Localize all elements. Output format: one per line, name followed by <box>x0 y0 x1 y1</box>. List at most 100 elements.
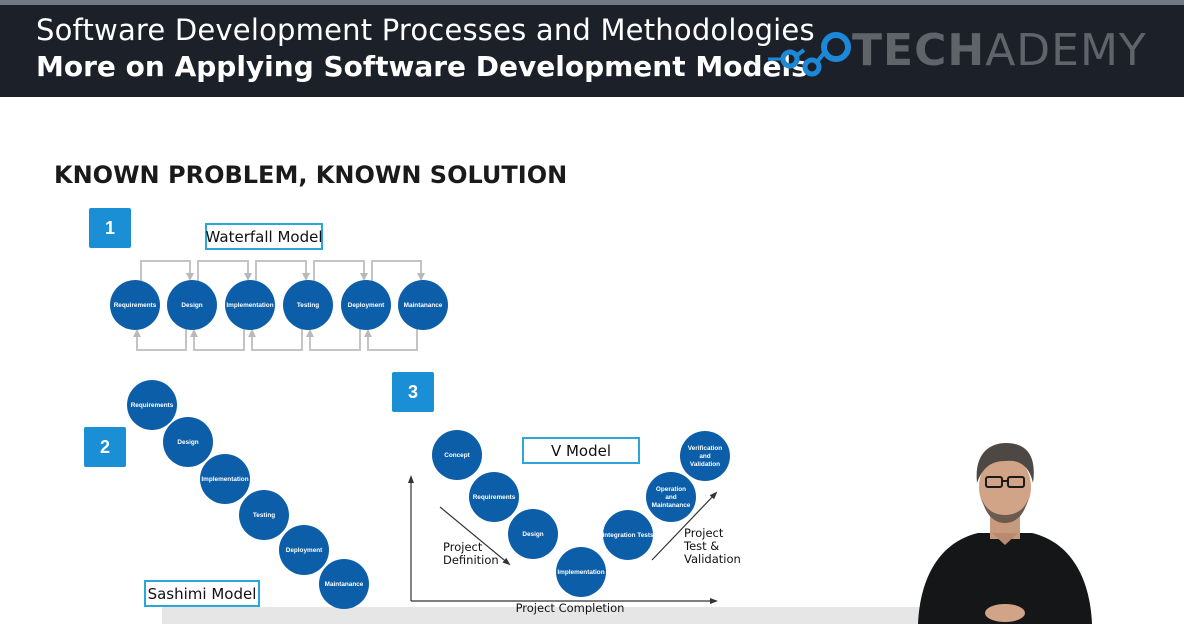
project-test-validation-label: Project <box>684 526 724 540</box>
definition-arrow <box>439 506 511 566</box>
waterfall-step-circle <box>167 280 217 330</box>
waterfall-step-requirements: Requirements <box>110 280 160 330</box>
sashimi-step-deployment: Deployment <box>279 525 329 575</box>
v-model-axes <box>408 475 718 604</box>
feedback-arrow <box>133 329 187 351</box>
sashimi-step-label: Implementation <box>201 476 248 483</box>
waterfall-step-label: Implementation <box>226 302 273 309</box>
sashimi-step-label: Testing <box>253 512 275 519</box>
waterfall-step-testing: Testing <box>283 280 333 330</box>
vmodel-step-label: Design <box>522 531 543 538</box>
vmodel-step-integration-tests: Integration Tests <box>602 510 654 560</box>
sashimi-step-requirements: Requirements <box>127 380 177 430</box>
forward-arrow <box>197 260 252 281</box>
vmodel-number-badge: 3 <box>392 372 434 412</box>
sashimi-step-label: Maintanance <box>325 581 364 588</box>
vmodel-step-circle <box>680 431 730 481</box>
waterfall-step-deployment: Deployment <box>341 280 391 330</box>
vmodel-step-circle <box>646 472 696 522</box>
sashimi-step-circle <box>239 490 289 540</box>
forward-arrow <box>140 260 194 281</box>
feedback-arrow <box>248 329 303 351</box>
slide-header: Software Development Processes and Metho… <box>0 5 1184 97</box>
sashimi-step-label: Design <box>177 439 198 446</box>
waterfall-step-circle <box>225 280 275 330</box>
vmodel-step-circle <box>432 430 482 480</box>
section-title: KNOWN PROBLEM, KNOWN SOLUTION <box>54 161 568 189</box>
vmodel-step-circle <box>508 509 558 559</box>
techademy-logo: TECHADEMY <box>768 25 1168 81</box>
project-completion-label: Project Completion <box>516 601 625 615</box>
validation-arrow <box>651 491 718 561</box>
project-test-validation-label: Validation <box>684 552 741 566</box>
waterfall-step-maintanance: Maintanance <box>398 280 448 330</box>
vmodel-step-label: Maintanance <box>652 502 691 509</box>
waterfall-step-design: Design <box>167 280 217 330</box>
vmodel-step-label: Requirements <box>473 494 516 501</box>
logo-wordmark: TECHADEMY <box>852 25 1147 76</box>
waterfall-connectors <box>133 260 425 351</box>
vmodel-step-circle <box>469 472 519 522</box>
waterfall-model-label: Waterfall Model <box>205 223 323 250</box>
project-test-validation-label: Test & <box>683 539 719 553</box>
sashimi-step-maintanance: Maintanance <box>319 559 369 609</box>
waterfall-step-label: Maintanance <box>404 302 443 309</box>
lesson-title: More on Applying Software Development Mo… <box>36 50 808 83</box>
vmodel-step-design: Design <box>508 509 558 559</box>
vmodel-model-label: V Model <box>522 437 640 464</box>
vmodel-step-label: and <box>699 453 710 460</box>
footer-bar <box>162 607 922 624</box>
sashimi-step-label: Requirements <box>131 402 174 409</box>
waterfall-step-circle <box>341 280 391 330</box>
waterfall-step-label: Requirements <box>114 302 157 309</box>
sashimi-steps: RequirementsDesignImplementationTestingD… <box>127 380 369 609</box>
sashimi-step-design: Design <box>163 417 213 467</box>
vmodel-step-label: Integration Tests <box>602 532 653 539</box>
waterfall-step-circle <box>110 280 160 330</box>
vmodel-step-circle <box>556 547 606 597</box>
presenter-video <box>918 443 1092 624</box>
waterfall-number-badge: 1 <box>89 208 131 248</box>
sashimi-step-circle <box>319 559 369 609</box>
vmodel-step-label: Verification <box>688 445 723 452</box>
chain-links-icon <box>768 32 851 77</box>
sashimi-model-label: Sashimi Model <box>144 580 260 607</box>
forward-arrow <box>255 260 310 281</box>
logo-brand-bold: TECH <box>852 25 986 76</box>
window-top-strip <box>0 0 1184 5</box>
vmodel-step-label: Validation <box>690 461 720 468</box>
vmodel-step-requirements: Requirements <box>469 472 519 522</box>
vmodel-step-label: Concept <box>444 452 470 459</box>
waterfall-steps: Requirements Design Implementation Testing D… <box>110 280 448 330</box>
waterfall-step-label: Testing <box>297 302 319 309</box>
forward-arrow <box>313 260 368 281</box>
vmodel-step-concept: Concept <box>432 430 482 480</box>
project-definition-label: Definition <box>443 553 499 567</box>
vmodel-step-label: Implementation <box>557 569 604 576</box>
vmodel-step-circle <box>603 510 653 560</box>
vmodel-step-label: Operation <box>656 486 686 493</box>
waterfall-step-label: Design <box>181 302 202 309</box>
vmodel-step-label: and <box>665 494 676 501</box>
forward-arrow <box>371 260 425 281</box>
sashimi-step-testing: Testing <box>239 490 289 540</box>
course-title: Software Development Processes and Metho… <box>36 13 815 47</box>
waterfall-step-implementation: Implementation <box>225 280 275 330</box>
logo-brand-light: ADEMY <box>985 25 1147 76</box>
sashimi-step-circle <box>200 454 250 504</box>
feedback-arrow <box>190 329 245 351</box>
waterfall-step-label: Deployment <box>348 302 385 309</box>
sashimi-step-circle <box>127 380 177 430</box>
waterfall-step-circle <box>398 280 448 330</box>
sashimi-step-label: Deployment <box>286 547 323 554</box>
feedback-arrow <box>364 329 418 351</box>
vmodel-step-implementation: Implementation <box>556 547 606 597</box>
slide-content: KNOWN PROBLEM, KNOWN SOLUTION Requiremen… <box>0 97 1184 624</box>
project-definition-label: Project <box>443 540 483 554</box>
